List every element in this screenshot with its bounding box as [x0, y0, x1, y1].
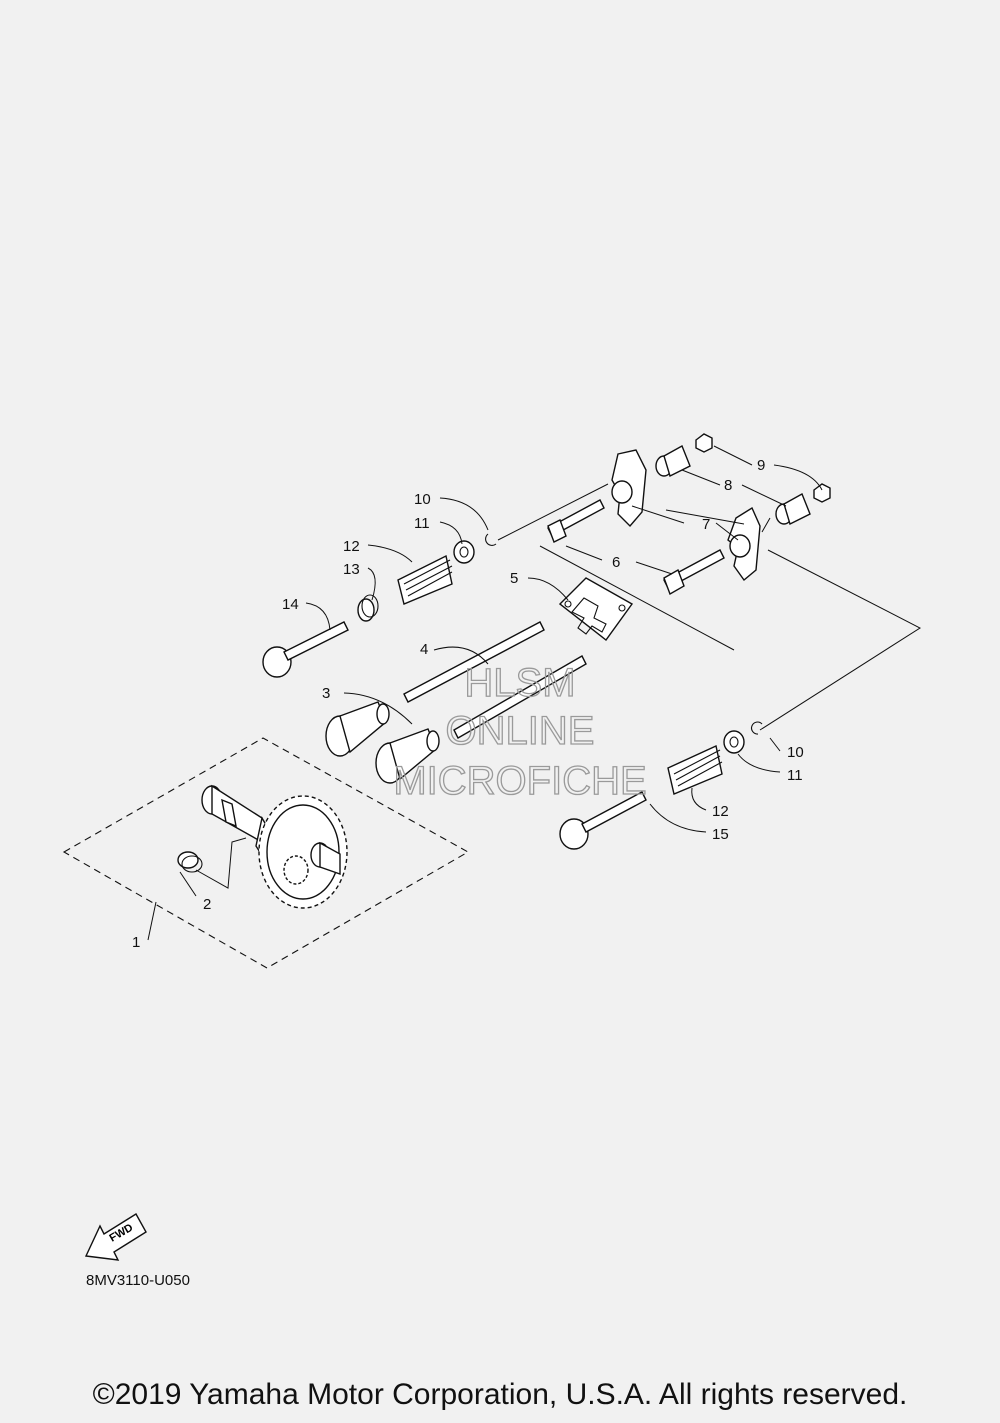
copyright-notice: ©2019 Yamaha Motor Corporation, U.S.A. A… — [92, 1378, 908, 1411]
cam-gear — [258, 795, 348, 909]
callout-1: 1 — [132, 934, 140, 951]
part-6-studs — [547, 499, 725, 596]
watermark-line-2: ONLINE — [446, 709, 595, 753]
part-2-spring — [177, 837, 247, 889]
callout-4: 4 — [420, 641, 428, 658]
callout-2: 2 — [203, 896, 211, 913]
diagram-code: 8MV3110-U050 — [86, 1272, 190, 1289]
leader-lines — [147, 445, 823, 941]
intake-valve-set — [262, 533, 497, 678]
part-3-lifters — [325, 701, 440, 784]
callout-12-lower: 12 — [712, 803, 729, 820]
guide-lines — [497, 483, 922, 731]
callout-11-lower: 11 — [787, 767, 803, 784]
part-9-nuts — [695, 433, 831, 503]
fwd-arrow-icon: FWD — [84, 1213, 147, 1261]
callout-8: 8 — [724, 477, 732, 494]
callout-7: 7 — [702, 516, 710, 533]
callout-14: 14 — [282, 596, 299, 613]
callout-13: 13 — [343, 561, 360, 578]
part-5-plate — [558, 577, 634, 641]
callout-5: 5 — [510, 570, 518, 587]
part-7-rocker-arms — [611, 449, 761, 582]
callout-12-upper: 12 — [343, 538, 360, 555]
callout-11-upper: 11 — [414, 515, 430, 532]
callout-9: 9 — [757, 457, 765, 474]
callout-15: 15 — [712, 826, 729, 843]
watermark-line-3: MICROFICHE — [393, 759, 646, 803]
exhaust-valve-set — [559, 721, 763, 850]
part-8-pivots — [655, 445, 811, 525]
watermark: HLSM ONLINE MICROFICHE — [393, 660, 648, 803]
callout-6: 6 — [612, 554, 620, 571]
camshaft-assembly-outline — [62, 737, 470, 969]
callout-3: 3 — [322, 685, 330, 702]
camshaft — [201, 784, 348, 909]
callout-10-upper: 10 — [414, 491, 431, 508]
part-4-pushrods — [403, 621, 587, 739]
watermark-line-1: HLSM — [464, 661, 575, 705]
callout-10-lower: 10 — [787, 744, 804, 761]
